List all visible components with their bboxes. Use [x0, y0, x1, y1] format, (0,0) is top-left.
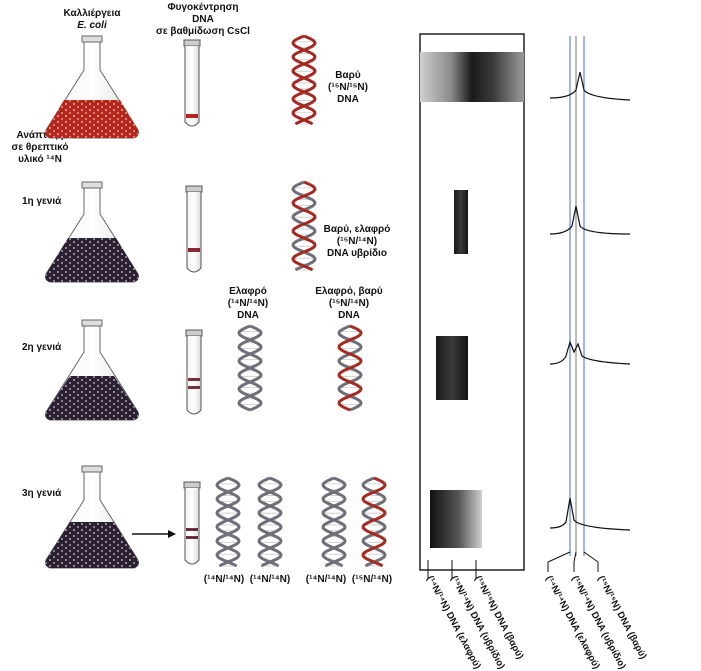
centrifugation-line2: DNA [192, 14, 214, 25]
culture-label: Καλλιέργεια E. coli [52, 8, 132, 32]
helix-gen3-4 [361, 476, 387, 568]
band-panel [419, 33, 525, 578]
light-heavy-dna-label: Ελαφρό, βαρύ (¹⁵N/¹⁴N) DNA [304, 286, 394, 322]
flask-initial [45, 35, 139, 139]
third-gen-label-4: (¹⁵N/¹⁴N) [351, 574, 393, 585]
light-heavy-dna-line2: (¹⁵N/¹⁴N) [328, 298, 370, 309]
flask-gen3 [45, 465, 139, 569]
generation-label-2: 2η γενιά [22, 342, 62, 353]
helix-gen3-3 [321, 476, 347, 568]
growth-line2: σε θρεπτικό [11, 142, 69, 153]
band-gen2 [436, 336, 468, 400]
curve-panel [547, 36, 631, 572]
hybrid-dna-label: Βαρύ, ελαφρό (¹⁵N/¹⁴N) DNA υβρίδιο [312, 224, 402, 260]
generation-label-3: 3η γενιά [22, 488, 62, 499]
centrifugation-line3: σε βαθμίδωση CsCl [156, 26, 250, 37]
light-dna-label: Ελαφρό (¹⁴N/¹⁴N) DNA [218, 286, 278, 322]
flask-gen2 [45, 319, 139, 421]
heavy-dna-label: Βαρύ (¹⁵N/¹⁵N) DNA [318, 70, 378, 106]
helix-hybrid [291, 180, 317, 272]
centrifugation-label: Φυγοκέντρηση DNA σε βαθμίδωση CsCl [138, 2, 268, 38]
band-gen3 [430, 490, 482, 548]
arrow-to-tube [132, 530, 176, 538]
helix-heavy [291, 34, 317, 126]
hybrid-dna-line2: (¹⁵N/¹⁴N) [336, 236, 378, 247]
hybrid-dna-line1: Βαρύ, ελαφρό [323, 224, 391, 235]
third-gen-label-2: (¹⁴N/¹⁴N) [249, 574, 291, 585]
helix-gen2-hybrid [337, 324, 363, 412]
generation-label-1: 1η γενιά [22, 196, 62, 207]
tube-gen2 [185, 329, 203, 415]
culture-title: Καλλιέργεια [63, 8, 121, 19]
helix-gen3-1 [215, 476, 241, 568]
hybrid-dna-line3: DNA υβρίδιο [327, 248, 387, 259]
third-gen-label-3: (¹⁴N/¹⁴N) [305, 574, 347, 585]
tube-initial [183, 39, 201, 127]
centrifugation-line1: Φυγοκέντρηση [167, 2, 239, 13]
third-gen-label-1: (¹⁴N/¹⁴N) [203, 574, 245, 585]
band-hybrid [454, 190, 468, 254]
heavy-dna-line1: Βαρύ [335, 70, 361, 81]
growth-line3: υλικό ¹⁴N [18, 154, 62, 165]
helix-gen3-2 [257, 476, 283, 568]
tube-gen3 [183, 481, 201, 565]
dna-helices [215, 34, 387, 568]
tube-gen1 [185, 185, 203, 273]
helix-gen2-light [237, 324, 263, 412]
growth-label: Ανάπτυξη σε θρεπτικό υλικό ¹⁴N [4, 130, 76, 166]
light-dna-line3: DNA [237, 310, 259, 321]
light-dna-line1: Ελαφρό [229, 286, 267, 297]
light-heavy-dna-line1: Ελαφρό, βαρύ [315, 286, 383, 297]
light-heavy-dna-line3: DNA [338, 310, 360, 321]
flask-gen1 [45, 181, 139, 283]
light-dna-line2: (¹⁴N/¹⁴N) [227, 298, 269, 309]
culture-species: E. coli [77, 20, 107, 31]
band-heavy [420, 52, 524, 102]
heavy-dna-line3: DNA [337, 94, 359, 105]
growth-line1: Ανάπτυξη [16, 130, 64, 141]
heavy-dna-line2: (¹⁵N/¹⁵N) [328, 82, 368, 93]
